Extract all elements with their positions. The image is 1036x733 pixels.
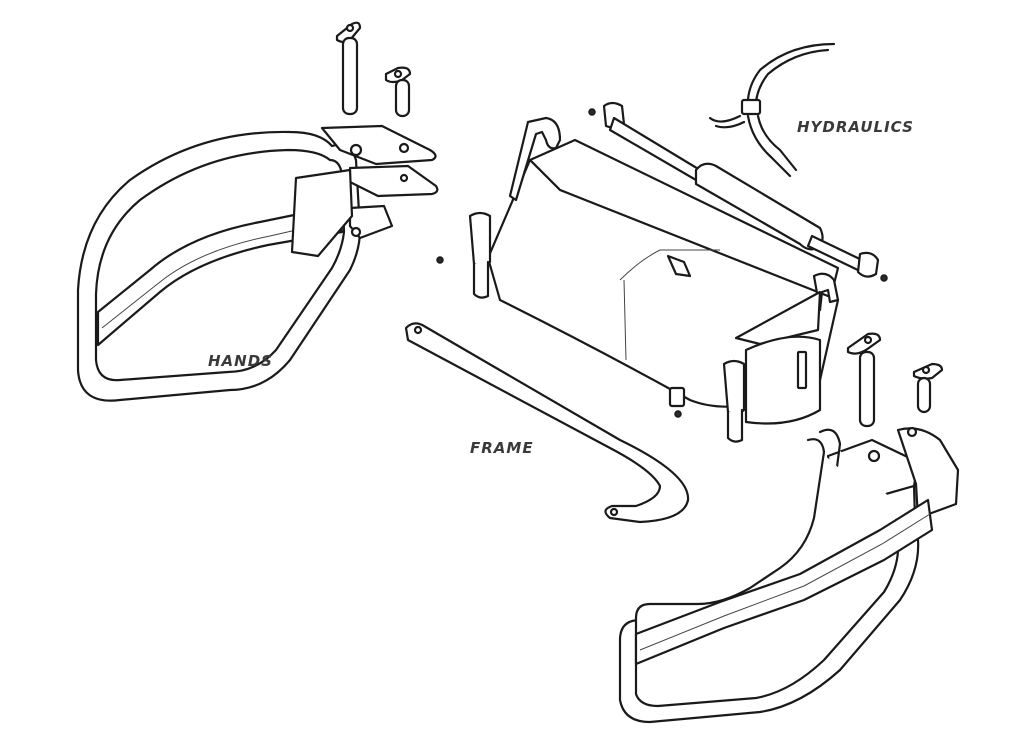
frame-body [436, 108, 888, 443]
frame-hook [404, 322, 690, 524]
pin-left-short [384, 66, 412, 118]
pin-right-tall [846, 332, 882, 428]
pin-right-short [912, 362, 944, 414]
hydraulics-label: HYDRAULICS [797, 118, 914, 136]
frame-label: FRAME [470, 439, 534, 457]
hands-label: HANDS [208, 352, 273, 370]
pin-left-tall [335, 21, 362, 116]
hydraulic-hoses [708, 42, 836, 178]
left-hand-assembly [76, 124, 439, 402]
right-hand-assembly [618, 426, 960, 724]
hydraulic-cylinder [602, 101, 880, 278]
